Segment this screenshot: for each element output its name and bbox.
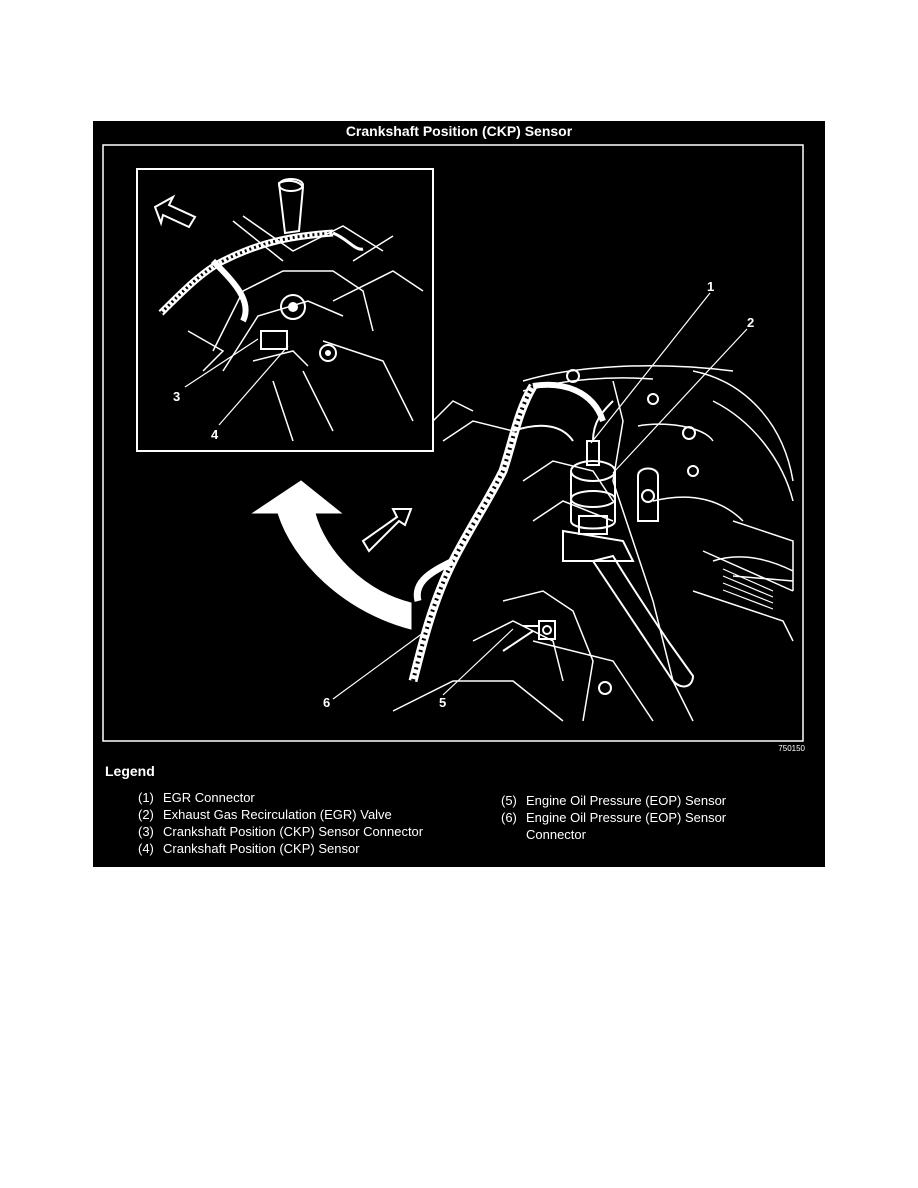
callout-6: 6 [323,695,330,710]
legend-item-number: (4) [138,841,154,856]
legend-item-number: (3) [138,824,154,839]
callout-2: 2 [747,315,754,330]
legend-item: (3) Crankshaft Position (CKP) Sensor Con… [138,823,463,840]
callout-5: 5 [439,695,446,710]
callout-4: 4 [211,427,219,442]
legend-item-text: Crankshaft Position (CKP) Sensor Connect… [163,824,424,839]
callout-1: 1 [707,279,714,294]
legend-column-right: (5) Engine Oil Pressure (EOP) Sensor (6)… [501,792,776,843]
figure-title: Crankshaft Position (CKP) Sensor [345,123,573,139]
legend-item: (5) Engine Oil Pressure (EOP) Sensor [501,792,776,809]
engine-illustration: 3 4 [102,144,804,742]
legend-item: (2) Exhaust Gas Recirculation (EGR) Valv… [138,806,463,823]
inset-detail-view: 3 4 [136,168,434,452]
legend-item-number: (2) [138,807,154,822]
legend-item-text: Exhaust Gas Recirculation (EGR) Valve [163,807,392,822]
legend-item-number: (6) [501,810,517,825]
legend-item-number: (5) [501,793,517,808]
legend-item-text: Crankshaft Position (CKP) Sensor [163,841,360,856]
curved-arrow [251,480,412,630]
legend-item: (1) EGR Connector [138,789,463,806]
legend-column-left: (1) EGR Connector (2) Exhaust Gas Recirc… [138,789,463,857]
legend-item: (6) Engine Oil Pressure (EOP) Sensor Con… [501,809,776,843]
legend-item-text: EGR Connector [163,790,255,805]
figure-code: 750150 [778,744,805,753]
legend-title: Legend [105,763,155,779]
diagram-figure: 3 4 [93,121,825,867]
callout-3: 3 [173,389,180,404]
legend-item-text: Engine Oil Pressure (EOP) Sensor [526,793,727,808]
eop-sensor [502,620,556,652]
legend-item: (4) Crankshaft Position (CKP) Sensor [138,840,463,857]
legend-item-text: Engine Oil Pressure (EOP) Sensor Connect… [526,810,727,842]
legend-item-number: (1) [138,790,154,805]
